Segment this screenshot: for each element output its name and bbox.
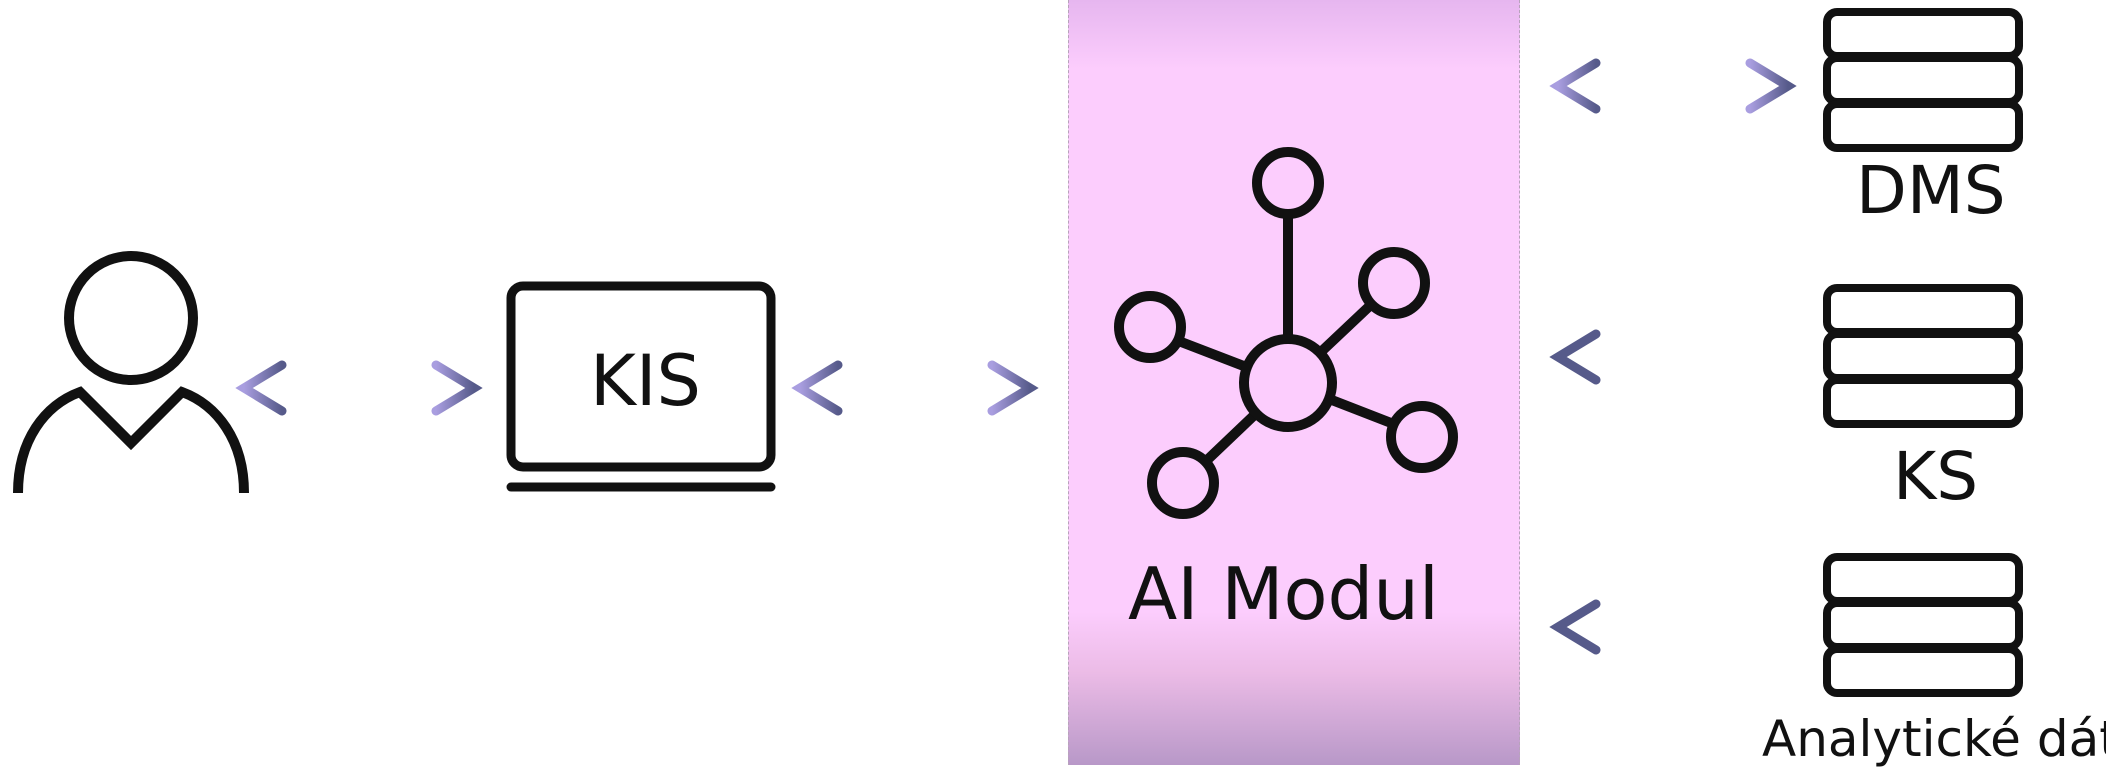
database-icon xyxy=(1823,553,2023,697)
analytics-data-label: Analytické dáta xyxy=(1762,710,2106,768)
arrow-kis-ai xyxy=(791,360,1039,416)
dms-label: DMS xyxy=(1856,152,2006,229)
laptop-icon xyxy=(506,281,776,492)
database-icon xyxy=(1823,284,2023,428)
ai-module-label: AI Modul xyxy=(1128,552,1439,636)
ks-label: KS xyxy=(1893,438,1979,515)
arrow-ai-dms xyxy=(1549,58,1797,114)
arrow-ks-ai xyxy=(1549,329,1799,385)
arrow-user-kis xyxy=(235,360,483,416)
kis-label: KIS xyxy=(590,340,701,422)
arrow-analytics-ai xyxy=(1549,599,1799,655)
network-hub-icon xyxy=(1114,147,1458,519)
database-icon xyxy=(1823,8,2023,152)
user-icon xyxy=(13,251,249,494)
